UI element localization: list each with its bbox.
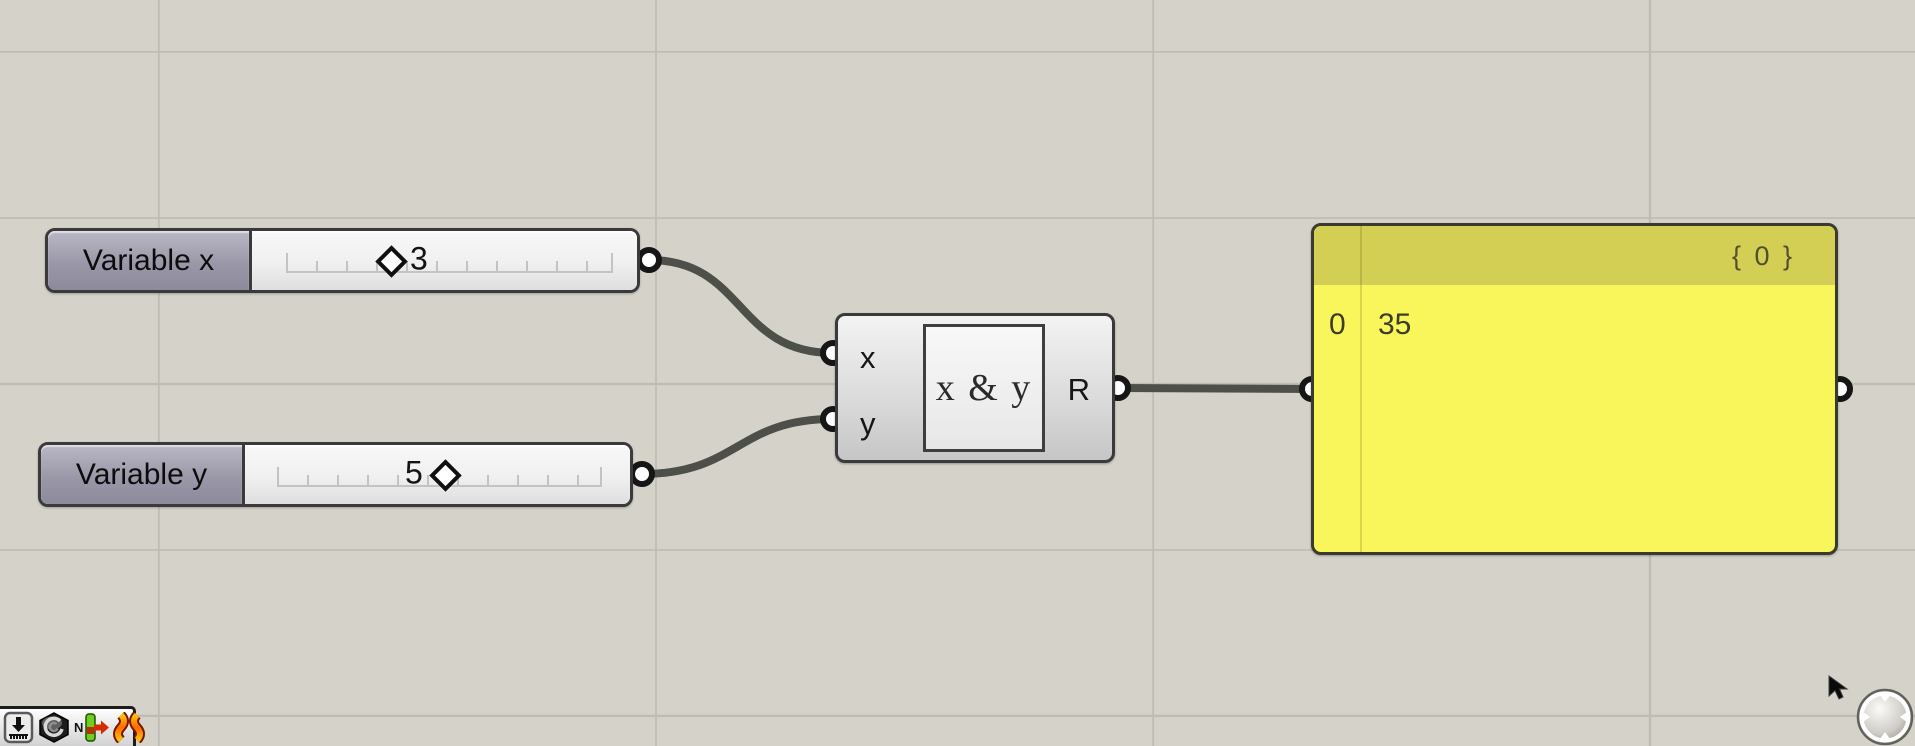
mouse-cursor-icon <box>1827 674 1855 702</box>
data-panel[interactable]: { 0 } 0 35 <box>1311 223 1838 555</box>
panel-path-badge: { 0 } <box>1731 241 1795 271</box>
slider-x-ruler <box>286 247 613 273</box>
expression-formula-box[interactable]: x & y <box>923 324 1045 452</box>
slider-x-track[interactable]: 3 <box>252 231 637 290</box>
expression-output-label: R <box>1067 372 1090 407</box>
expression-input-x-label: x <box>860 340 876 375</box>
n-jump-arrow-icon[interactable]: N <box>74 712 110 743</box>
slider-y-label: Variable y <box>41 445 245 504</box>
panel-index-divider <box>1360 226 1362 552</box>
expression-input-y-label: y <box>860 406 876 441</box>
svg-text:N: N <box>74 720 83 735</box>
wire-result-to-panel[interactable] <box>1114 384 1316 393</box>
expression-component[interactable]: x y x & y R <box>835 313 1115 463</box>
number-slider-variable-y[interactable]: Variable y 5 <box>38 442 633 507</box>
slider-y-track[interactable]: 5 <box>245 445 630 504</box>
arrow-down-ruler-icon[interactable] <box>3 711 34 744</box>
wire-slider-y-to-input-y[interactable] <box>638 415 837 478</box>
wire-slider-x-to-input-x[interactable] <box>645 256 837 357</box>
number-slider-variable-x[interactable]: Variable x 3 <box>45 228 640 293</box>
panel-header <box>1314 226 1835 285</box>
panel-row-index: 0 <box>1329 308 1346 341</box>
slider-x-output-connector[interactable] <box>636 247 662 273</box>
slider-x-label: Variable x <box>48 231 252 290</box>
orange-waves-icon[interactable] <box>113 712 146 743</box>
canvas-widget-toolbar: N <box>0 706 145 746</box>
slider-y-value: 5 <box>405 453 423 490</box>
slider-x-value: 3 <box>410 239 428 276</box>
navigation-sphere-icon[interactable] <box>1855 687 1915 746</box>
hex-spiral-icon[interactable] <box>37 712 71 743</box>
panel-row-value: 35 <box>1378 308 1412 341</box>
